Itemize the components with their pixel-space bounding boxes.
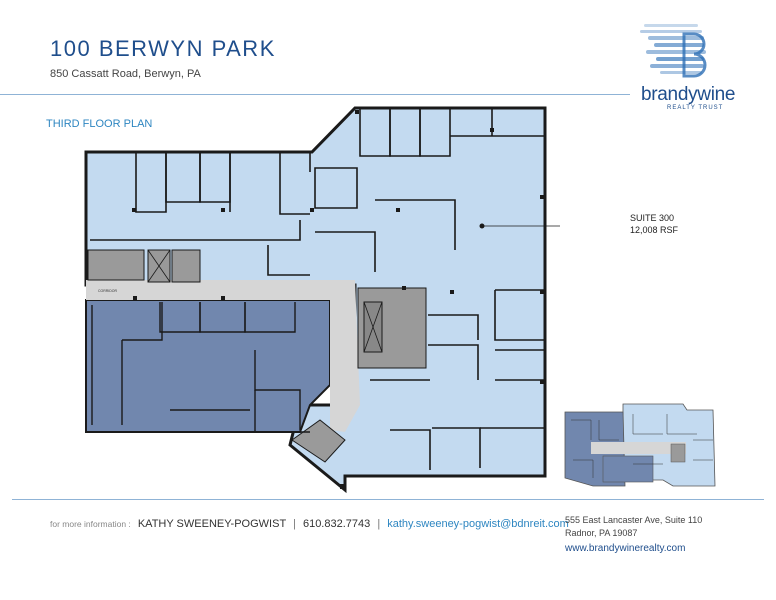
contact-line: for more information : KATHY SWEENEY-POG… bbox=[50, 518, 569, 530]
stair-core-bottom bbox=[291, 419, 346, 463]
property-address: 850 Cassatt Road, Berwyn, PA bbox=[50, 68, 201, 80]
service-room-left bbox=[171, 249, 201, 283]
stair-core-left bbox=[87, 249, 145, 281]
brand-tagline: REALTY TRUST bbox=[667, 105, 724, 111]
office-address-line1: 555 East Lancaster Ave, Suite 110 bbox=[565, 515, 703, 525]
contact-name: KATHY SWEENEY-POGWIST bbox=[137, 518, 286, 530]
brandywine-logo-icon bbox=[640, 24, 707, 78]
suite-300-walls bbox=[90, 108, 545, 470]
separator: | bbox=[377, 518, 381, 530]
key-plan-core bbox=[670, 443, 686, 463]
header-divider bbox=[0, 94, 630, 95]
more-info-label: for more information : bbox=[50, 519, 131, 529]
page-title: 100 BERWYN PARK bbox=[50, 36, 276, 61]
structural-columns bbox=[132, 110, 544, 489]
floor-plan-label: THIRD FLOOR PLAN bbox=[46, 118, 153, 130]
contact-phone[interactable]: 610.832.7743 bbox=[302, 518, 371, 530]
brand-wordmark: brandywine bbox=[641, 84, 736, 105]
website-link[interactable]: www.brandywinerealty.com bbox=[565, 543, 686, 554]
third-floor-plan: CORRIDOR bbox=[84, 106, 560, 494]
suite-300-area-label: 12,008 RSF bbox=[630, 225, 679, 235]
corridor bbox=[86, 280, 360, 432]
office-address-line2: Radnor, PA 19087 bbox=[565, 528, 638, 538]
contact-email-link[interactable]: kathy.sweeney-pogwist@bdnreit.com bbox=[387, 518, 569, 530]
suite-300-marker bbox=[479, 223, 485, 229]
corridor-label: CORRIDOR bbox=[98, 289, 118, 293]
suite-300-label: SUITE 300 bbox=[630, 213, 675, 223]
footer-divider bbox=[12, 499, 764, 500]
separator: | bbox=[293, 518, 296, 530]
occupied-area-walls bbox=[91, 302, 310, 433]
key-plan-map bbox=[564, 403, 716, 487]
